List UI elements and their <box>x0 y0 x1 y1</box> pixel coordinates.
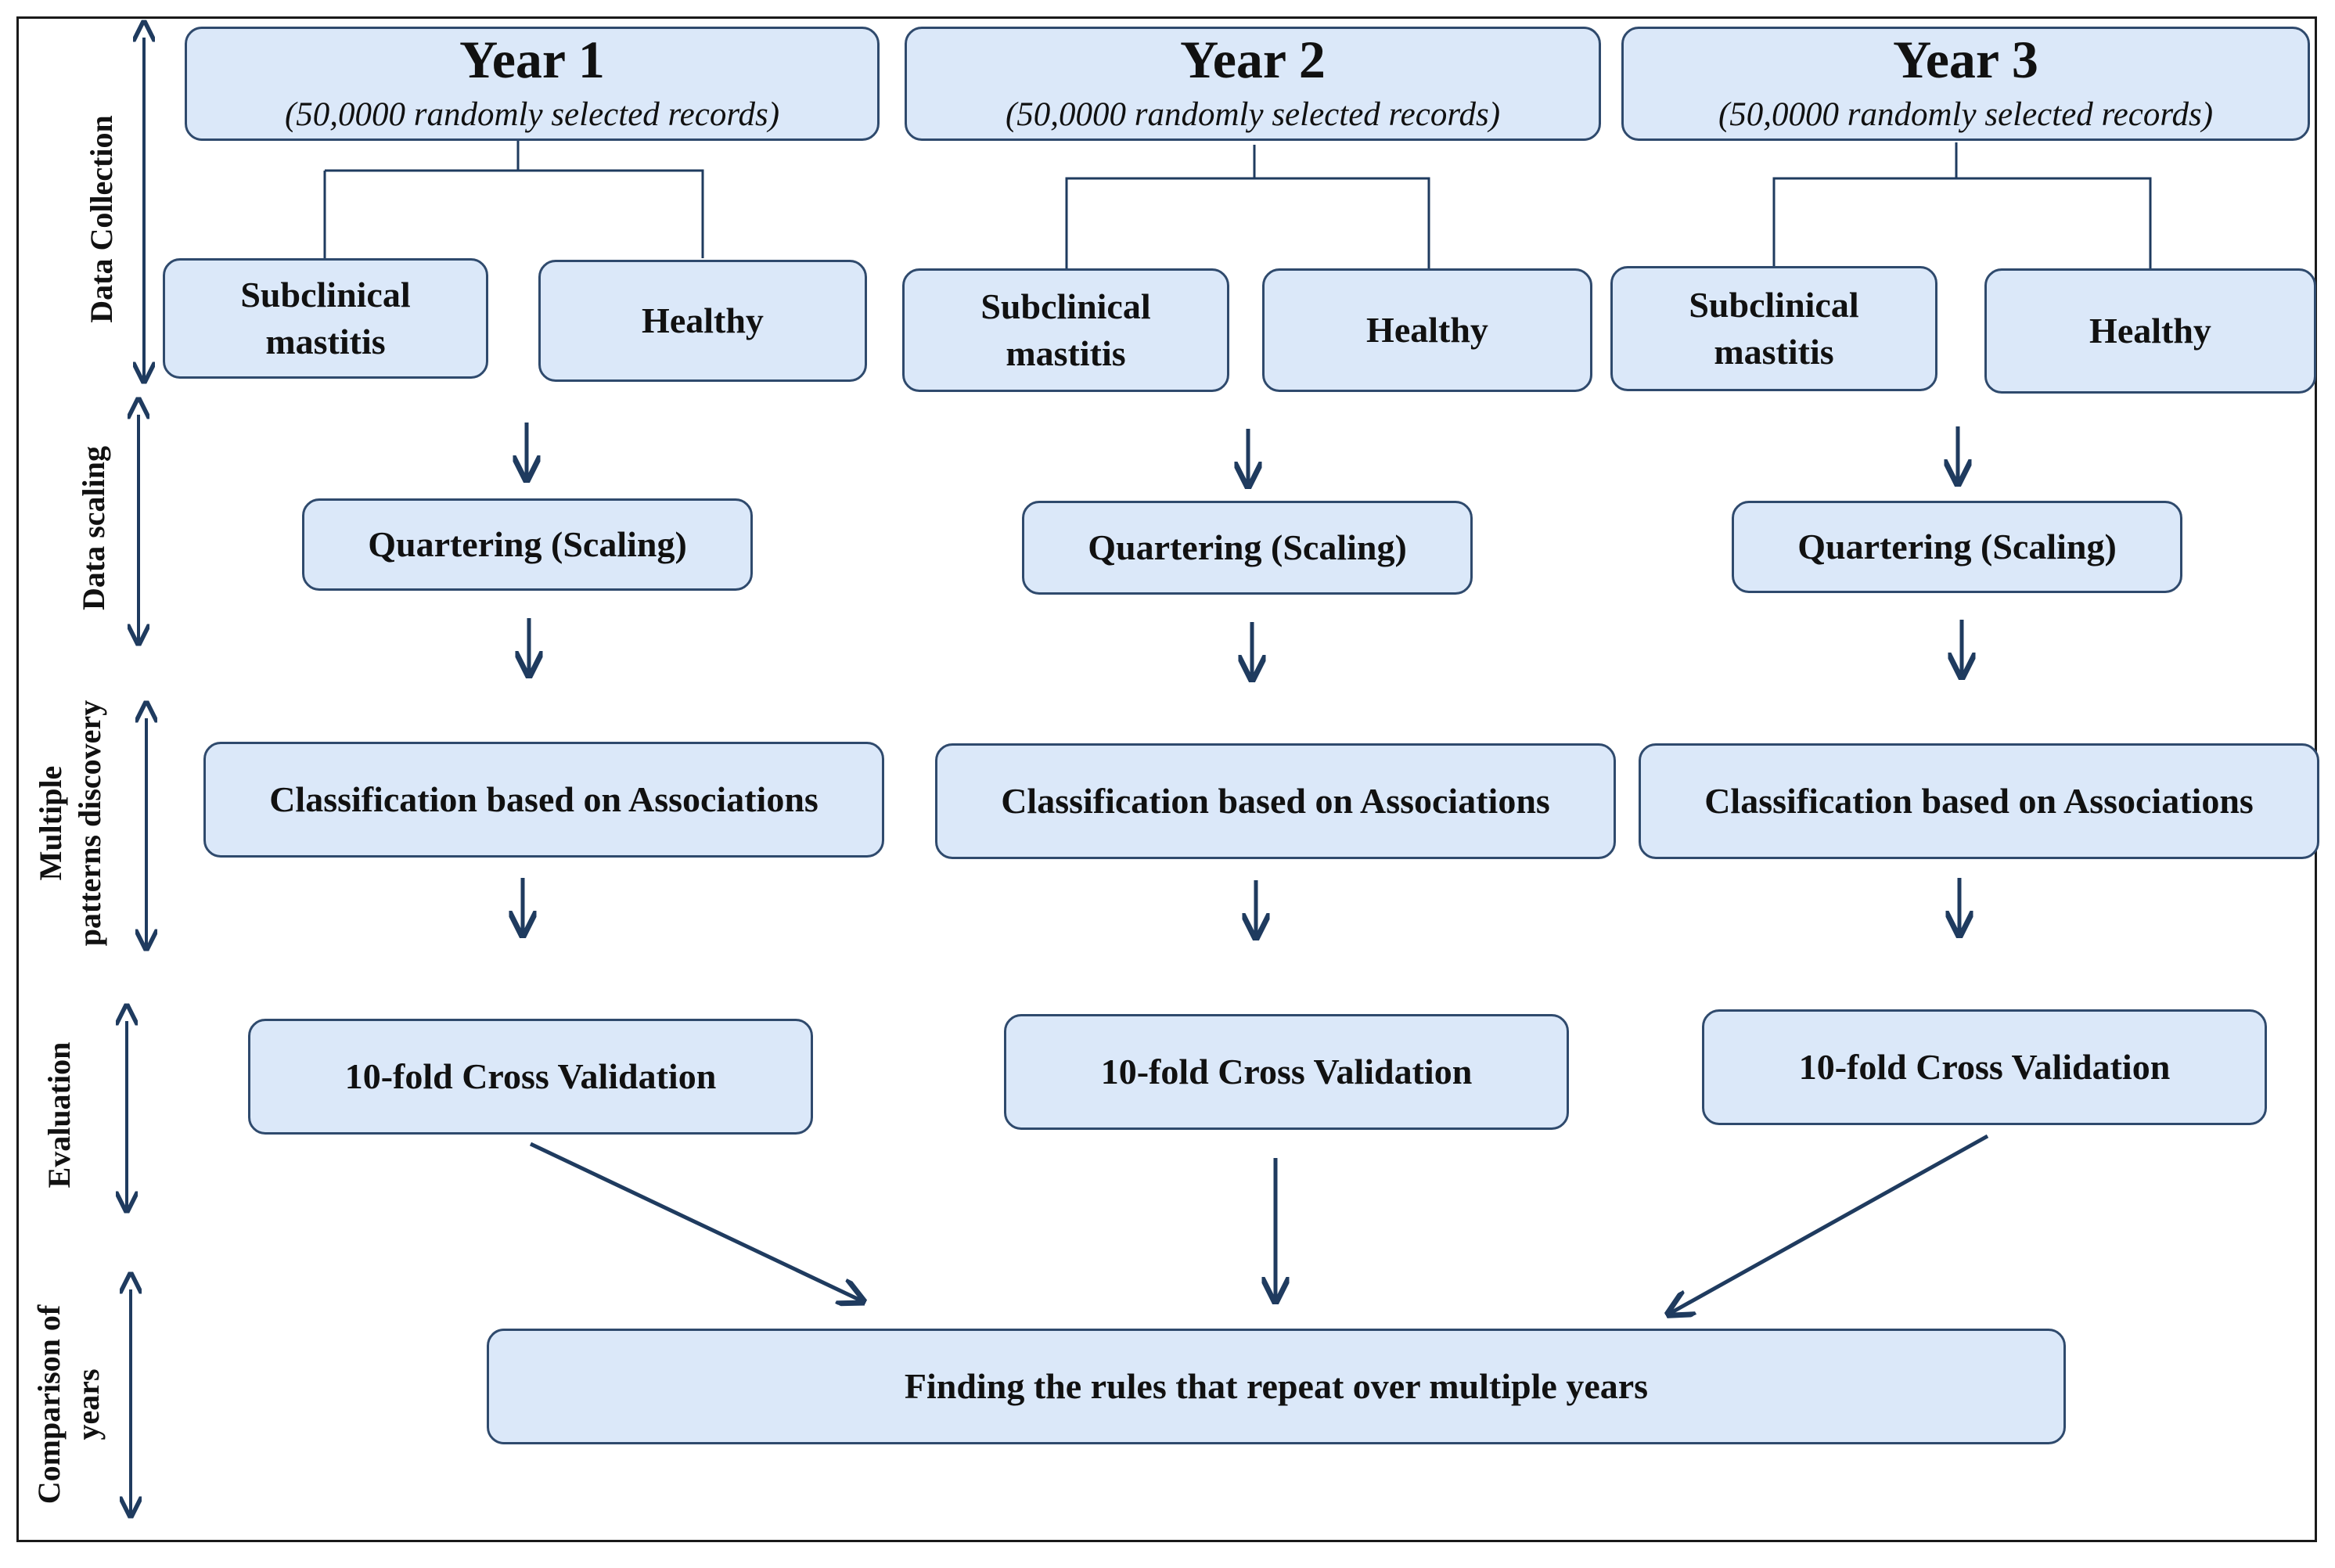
year-subtitle: (50,0000 randomly selected records) <box>284 96 780 134</box>
year-header-2: Year 2 (50,0000 randomly selected record… <box>905 27 1601 141</box>
year-header-3: Year 3 (50,0000 randomly selected record… <box>1621 27 2310 141</box>
scaling-box-year-1: Quartering (Scaling) <box>302 498 753 591</box>
classification-box-year-2: Classification based on Associations <box>935 743 1616 859</box>
evaluation-box-year-3: 10-fold Cross Validation <box>1702 1009 2267 1125</box>
merge-arrow-year-1 <box>529 1142 861 1300</box>
year-title: Year 1 <box>459 29 605 89</box>
stage-label-evaluation: Evaluation <box>41 1041 77 1189</box>
final-rules-box: Finding the rules that repeat over multi… <box>487 1329 2066 1444</box>
year-subtitle: (50,0000 randomly selected records) <box>1005 96 1501 134</box>
evaluation-box-year-1: 10-fold Cross Validation <box>248 1019 813 1135</box>
merge-arrow-year-3 <box>1671 1134 1989 1313</box>
stage-label-data-collection: Data Collection <box>84 115 119 323</box>
branch-connector-year-2b <box>1254 177 1430 268</box>
subclinical-box-year-3: Subclinical mastitis <box>1610 266 1937 391</box>
branch-connector-year-3b <box>1956 177 2152 268</box>
evaluation-box-year-2: 10-fold Cross Validation <box>1004 1014 1569 1130</box>
subclinical-box-year-1: Subclinical mastitis <box>163 258 488 379</box>
year-title: Year 2 <box>1180 29 1326 89</box>
healthy-box-year-2: Healthy <box>1262 268 1592 392</box>
healthy-box-year-3: Healthy <box>1984 268 2316 394</box>
year-subtitle: (50,0000 randomly selected records) <box>1718 96 2214 134</box>
stage-label-data-scaling: Data scaling <box>76 446 111 610</box>
subclinical-box-year-2: Subclinical mastitis <box>902 268 1229 392</box>
branch-connector-year-1c <box>518 169 704 258</box>
year-header-1: Year 1 (50,0000 randomly selected record… <box>185 27 880 141</box>
classification-box-year-3: Classification based on Associations <box>1639 743 2319 859</box>
classification-box-year-1: Classification based on Associations <box>203 742 884 858</box>
year-title: Year 3 <box>1893 29 2038 89</box>
branch-connector-year-1b <box>325 141 520 172</box>
healthy-box-year-1: Healthy <box>538 260 867 382</box>
scaling-box-year-2: Quartering (Scaling) <box>1022 501 1473 595</box>
branch-connector-year-2 <box>1065 145 1256 268</box>
scaling-box-year-3: Quartering (Scaling) <box>1732 501 2182 593</box>
branch-connector-year-3 <box>1772 142 1958 268</box>
